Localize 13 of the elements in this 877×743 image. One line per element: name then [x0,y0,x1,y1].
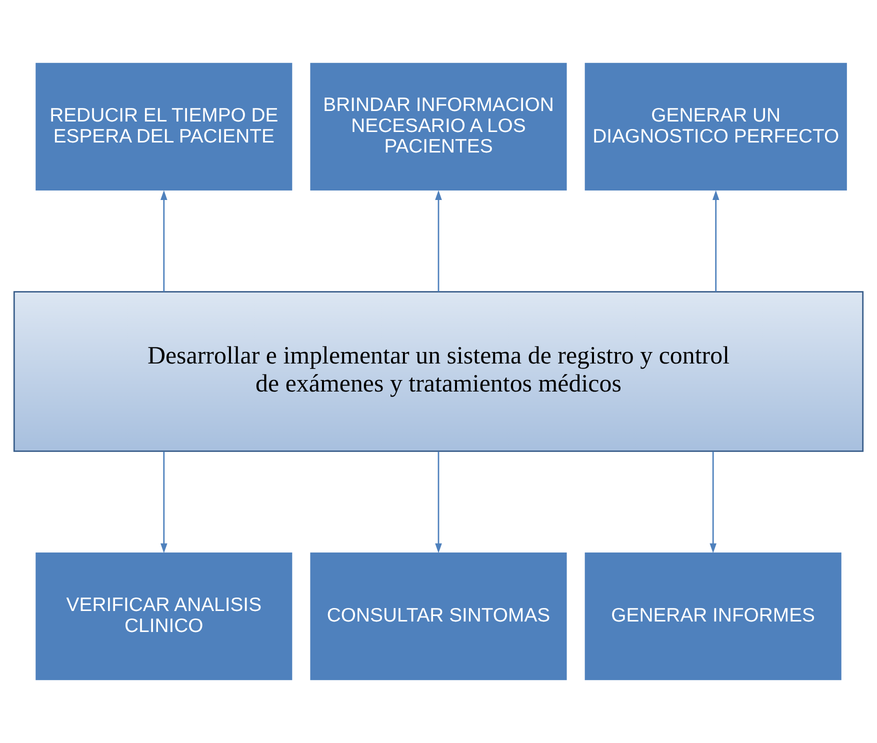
arrow [712,190,720,292]
arrow [160,452,168,554]
node-box: CONSULTAR SINTOMAS [307,550,570,683]
node-box: GENERAR UN DIAGNOSTICO PERFECTO [582,60,850,194]
node-box: VERIFICAR ANALISIS CLINICO [32,550,295,683]
node-box: GENERAR INFORMES [582,550,844,683]
arrow [435,452,442,554]
arrow [160,190,168,292]
node-box: Desarrollar e implementar un sistema de registro y control de exámenes y tratamientos médicos [13,291,864,452]
node-box: BRINDAR INFORMACION NECESARIO A LOS PACIENTES [307,60,570,194]
arrow [710,452,716,554]
arrow [435,190,442,292]
node-box: REDUCIR EL TIEMPO DE ESPERA DEL PACIENTE [32,60,295,194]
